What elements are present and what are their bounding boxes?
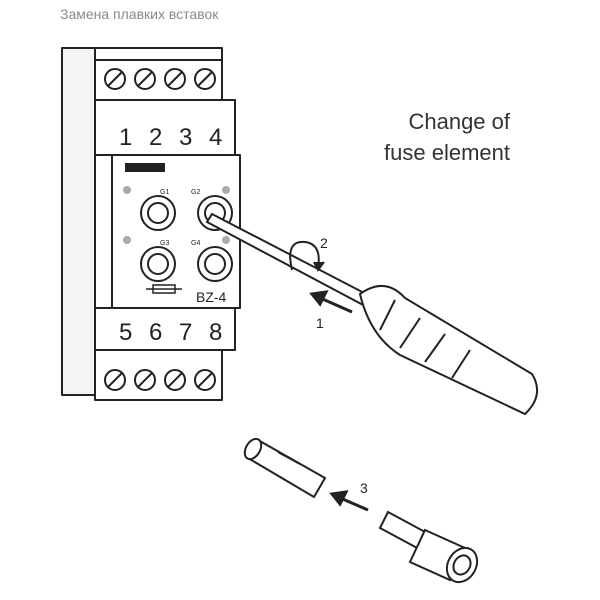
bottom-number-strip	[94, 307, 236, 351]
terminal-number: 6	[149, 319, 162, 346]
front-panel	[111, 154, 241, 309]
terminal-number: 7	[179, 319, 192, 346]
step-label: 2	[320, 235, 328, 251]
top-screws	[104, 68, 216, 90]
title-line-2: fuse element	[384, 140, 510, 165]
bottom-screws	[104, 369, 216, 391]
rotate-arrow-icon	[289, 240, 325, 272]
insert-arrow-icon	[329, 490, 369, 512]
terminal-number: 3	[179, 124, 192, 151]
step-label: 3	[360, 480, 368, 496]
fuse-cartridge-icon	[243, 437, 327, 499]
brand-logo	[125, 163, 165, 172]
terminal-number: 8	[209, 319, 222, 346]
model-label: BZ-4	[196, 289, 227, 305]
push-arrow-icon	[309, 290, 353, 314]
indicator-leds	[123, 186, 230, 244]
terminal-number: 2	[149, 124, 162, 151]
step-label: 1	[316, 315, 324, 331]
caption: Замена плавких вставок	[60, 6, 219, 22]
terminal-number: 5	[119, 319, 132, 346]
fuse-label: G1	[160, 189, 169, 196]
screwdriver-icon	[205, 212, 539, 416]
terminal-number: 4	[209, 124, 222, 151]
title-line-1: Change of	[408, 109, 510, 134]
lower-terminal-block	[94, 349, 223, 401]
fuse-label: G2	[191, 189, 200, 196]
fuse-label: G3	[160, 240, 169, 247]
diagram-title: Change of fuse element	[360, 106, 510, 168]
module-back-housing	[61, 47, 96, 396]
fuse-symbol-icon	[146, 284, 182, 294]
fuse-label: G4	[191, 240, 200, 247]
terminal-number: 1	[119, 124, 132, 151]
fuse-cap-icon	[378, 510, 479, 584]
